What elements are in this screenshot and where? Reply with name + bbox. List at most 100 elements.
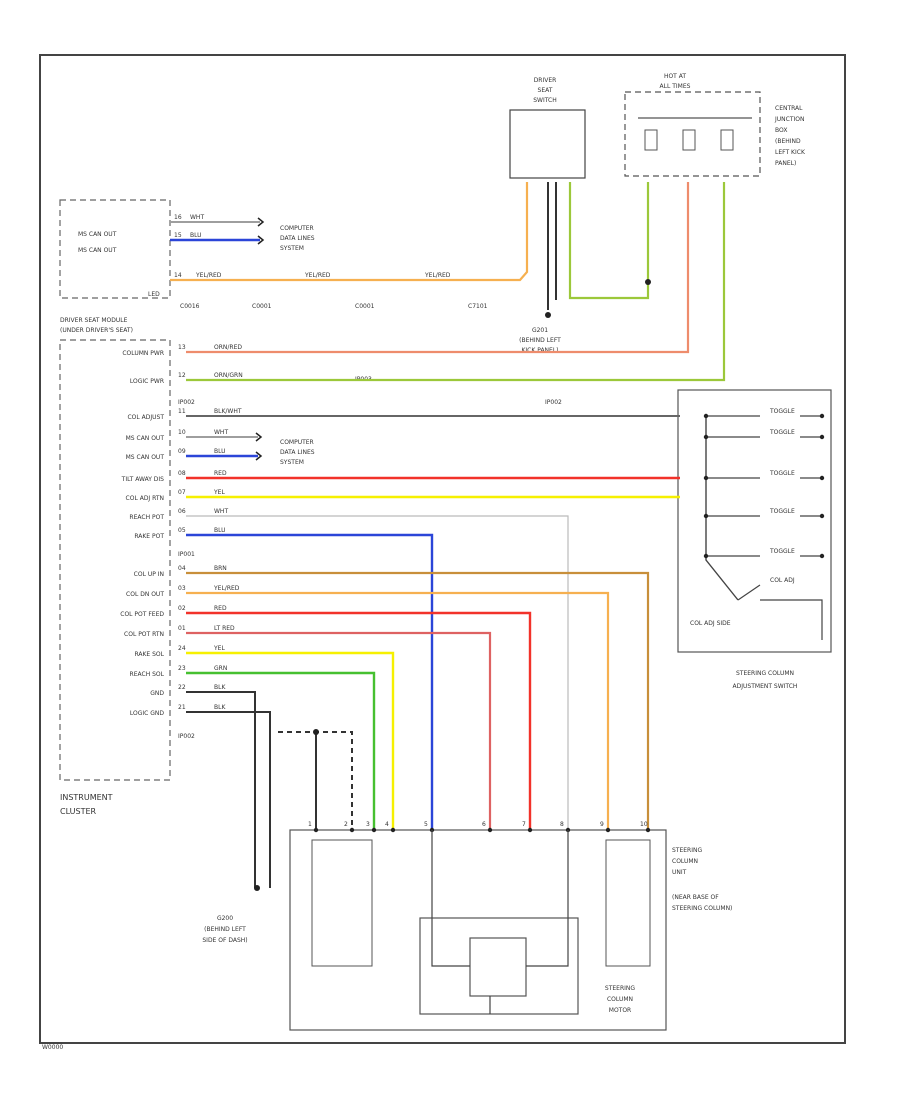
svg-text:STEERING: STEERING [605,985,635,992]
module-wire-color-14: GRN [214,665,227,672]
module-pin-label-6: COL ADJ RTN [126,495,164,502]
unit-pin-9 [645,827,651,833]
module-pin-number-10: 03 [178,585,186,592]
module-wire-color-0: ORN/RED [214,344,242,351]
wire-pot-rtn-ltred [186,631,492,830]
switch-col-adj [737,584,823,640]
driver-seat-module-label: DRIVER SEAT MODULE [60,317,128,324]
motor-armature [469,937,527,997]
switch-node-1 [703,434,709,440]
svg-text:STEERING COLUMN: STEERING COLUMN [736,670,794,677]
module-pin-label-2: COL ADJUST [127,414,164,421]
switch-contact-label-4: TOGGLE [769,548,795,555]
unit-pin-number-7: 8 [560,821,564,828]
unit-pin-number-4: 5 [424,821,428,828]
module-pin-number-16: 21 [178,704,186,711]
wire-ground-splice [278,731,353,830]
wire-col-dn-yel-red [186,591,610,830]
module-wire-color-1: ORN/GRN [214,372,243,379]
svg-text:(BEHIND LEFT: (BEHIND LEFT [204,926,246,933]
instrument-cluster-label: INSTRUMENT [60,793,113,802]
svg-text:CLUSTER: CLUSTER [60,807,97,816]
svg-text:(UNDER DRIVER'S SEAT): (UNDER DRIVER'S SEAT) [60,327,133,334]
svg-text:KICK PANEL): KICK PANEL) [521,347,558,354]
splice-ground [313,729,319,735]
unit-pin-8 [605,827,611,833]
module-wire-color-10: YEL/RED [213,585,240,592]
svg-text:(NEAR BASE OF: (NEAR BASE OF [672,894,719,901]
top-wire-color-14: YEL/RED [195,272,222,279]
central-junction-box-label: CENTRAL [775,105,803,112]
switch-contact-label-2: TOGGLE [769,470,795,477]
switch-term-0 [819,413,825,419]
switch-contact-label-3: TOGGLE [769,508,795,515]
ground-g201-label: G201 (BEHIND LEFT KICK PANEL) [519,327,561,354]
svg-text:UNIT: UNIT [672,869,687,876]
unit-pin-number-8: 9 [600,821,604,828]
module-pin-number-0: 13 [178,344,186,351]
top-wire-color-14b: YEL/RED [304,272,331,279]
module-pin-number-15: 22 [178,684,186,691]
module-pin-number-6: 07 [178,489,186,496]
unit-pin-number-0: 1 [308,821,312,828]
steering-column-unit [289,829,667,1031]
unit-pin-2 [371,827,377,833]
module-wire-color-7: WHT [214,508,228,515]
unit-pin-number-6: 7 [522,821,526,828]
svg-text:DATA LINES: DATA LINES [280,235,315,242]
driver-seat-switch-label: DRIVER [534,77,557,84]
all-times-label: ALL TIMES [660,83,691,90]
module-pin-number-2: 11 [178,408,186,415]
central-junction-box [624,91,761,177]
steering-column-unit-label: STEERING COLUMN UNIT (NEAR BASE OF STEER… [672,847,732,912]
module-pin-number-12: 01 [178,625,186,632]
steering-column-motor [419,917,579,1015]
module-pin-label-11: COL POT FEED [120,611,164,618]
unit-pin-number-1: 2 [344,821,348,828]
wire-pot-feed-red [186,611,532,830]
switch-node-3 [703,513,709,519]
svg-text:JUNCTION: JUNCTION [774,116,804,123]
svg-text:COLUMN: COLUMN [607,996,633,1003]
svg-text:COMPUTER: COMPUTER [280,225,314,232]
svg-text:G201: G201 [532,327,548,334]
g200-dot [254,885,260,891]
svg-text:SEAT: SEAT [538,87,553,94]
wire-rake-sol-yel [186,651,395,830]
svg-text:SYSTEM: SYSTEM [280,459,304,466]
wire-col-up-brn [186,571,650,830]
arrow-top-1 [257,217,265,227]
top-wire-color-16: WHT [190,214,204,221]
svg-text:STEERING: STEERING [672,847,702,854]
module-pin-label-0: COLUMN PWR [122,350,164,357]
module-pin-label-10: COL DN OUT [126,591,164,598]
g201-dot [545,312,551,318]
module-wire-color-5: RED [214,470,227,477]
wire-fuse3 [186,182,726,382]
module-pin-label-15: GND [150,690,164,697]
wire-logic-gnd-blk [186,711,271,888]
module-wire-color-2: BLK/WHT [214,408,242,415]
hot-at-label: HOT AT [664,73,686,80]
switch-term-3 [819,513,825,519]
module-pin-number-3: 10 [178,429,186,436]
svg-text:(BEHIND: (BEHIND [775,138,801,145]
steering-column-adjustment-switch-label: STEERING COLUMN ADJUSTMENT SWITCH [733,670,798,690]
driver-seat-switch [509,109,586,179]
top-module-box [59,199,171,299]
unit-pin-number-2: 3 [366,821,370,828]
module-wire-color-12: LT RED [214,625,235,632]
top-pin-label-2: MS CAN OUT [78,247,117,254]
connector-c0016: C0016 [180,303,200,310]
switch-bus [705,416,739,601]
splice-orn-grn [645,279,651,285]
connector-ip002-right: IP002 [545,399,562,406]
module-pin-label-9: COL UP IN [134,571,164,578]
module-wire-color-15: BLK [214,684,226,691]
diagram-code: W0000 [42,1044,63,1051]
arrow-top-2 [257,235,265,245]
svg-text:BOX: BOX [775,127,787,134]
module-pin-label-5: TILT AWAY DIS [121,476,165,483]
unit-pin-number-9: 10 [640,821,648,828]
